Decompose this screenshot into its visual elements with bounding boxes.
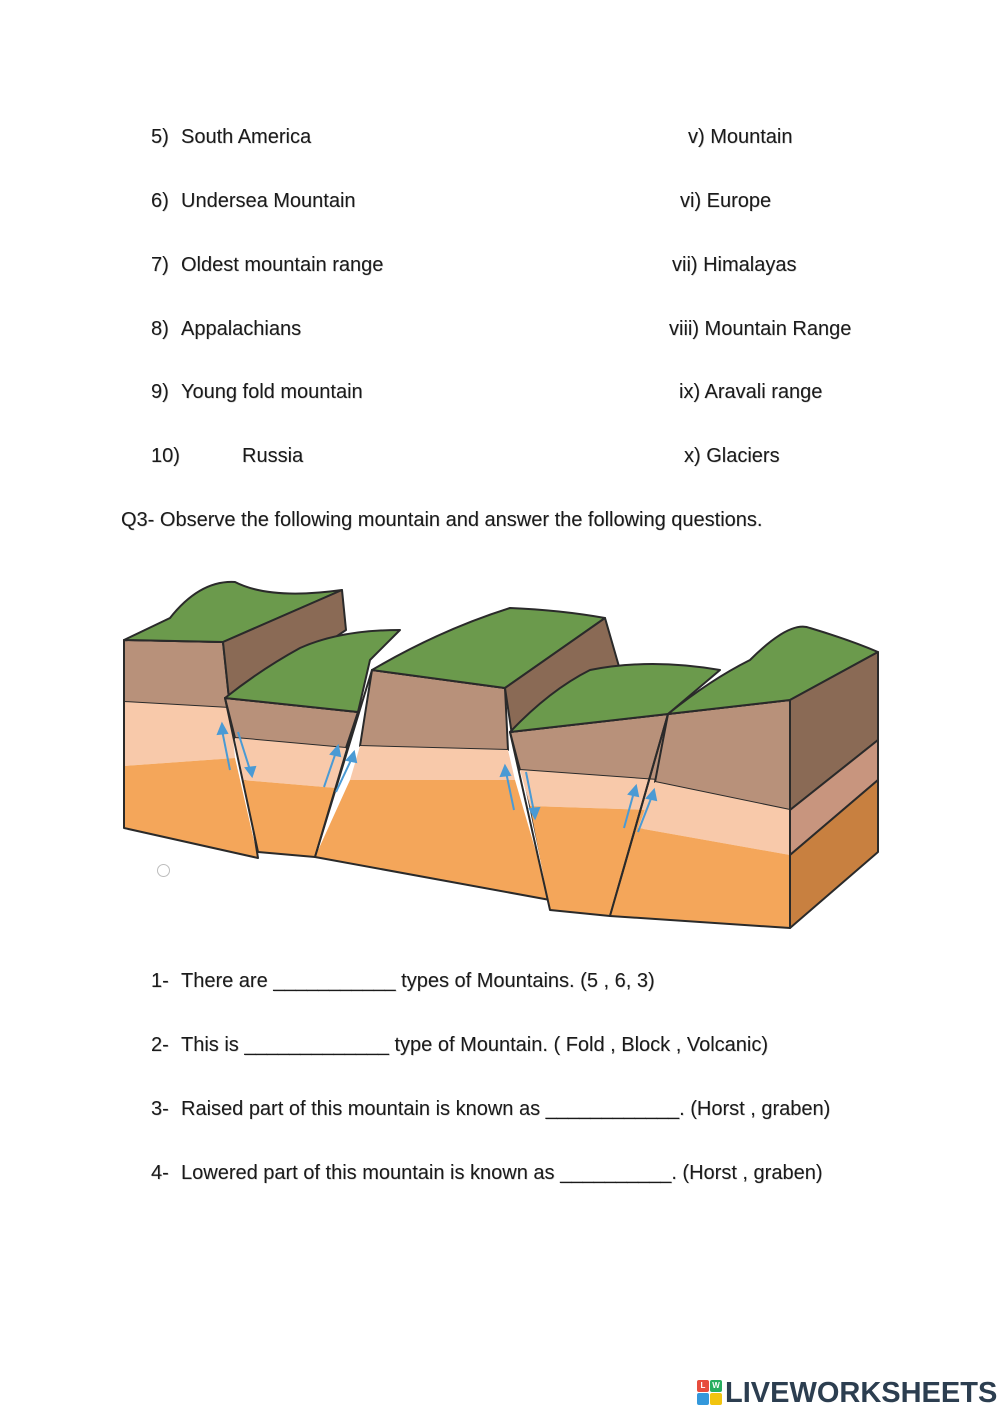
block-4-front-light-layer — [520, 770, 658, 810]
logo-tile-red: L — [697, 1380, 709, 1392]
logo-tiles-icon: L W — [697, 1380, 723, 1406]
match-right-item-v: v) Mountain — [688, 126, 793, 148]
match-right-item-viii: viii) Mountain Range — [669, 318, 852, 340]
block-2-front-orange-layer — [242, 780, 336, 857]
question-1-number: 1- — [151, 970, 169, 992]
logo-tile-blue — [697, 1393, 709, 1405]
question-4-text: Lowered part of this mountain is known a… — [181, 1162, 823, 1184]
logo-tile-yellow — [710, 1393, 722, 1405]
match-left-number-6: 6) — [151, 190, 169, 212]
match-left-item-10: Russia — [242, 445, 304, 467]
block-5-front-light-layer — [638, 782, 790, 855]
block-1-grass — [123, 580, 343, 643]
liveworksheets-logo[interactable]: L W LIVEWORKSHEETS — [697, 1377, 998, 1409]
match-right-item-vi: vi) Europe — [680, 190, 772, 212]
match-left-number-9: 9) — [151, 381, 169, 403]
match-left-item-8: Appalachians — [181, 318, 302, 340]
match-left-item-7: Oldest mountain range — [181, 254, 384, 276]
question-3-number: 3- — [151, 1098, 169, 1120]
match-left-number-10: 10) — [151, 445, 180, 467]
block-1-front-top-layer — [123, 639, 231, 709]
question-4-number: 4- — [151, 1162, 169, 1184]
q3-heading: Q3- Observe the following mountain and a… — [121, 509, 763, 531]
match-left-item-6: Undersea Mountain — [181, 190, 356, 212]
radio-button[interactable] — [157, 864, 170, 877]
question-2-text: This is _____________ type of Mountain. … — [181, 1034, 769, 1056]
match-right-item-x: x) Glaciers — [684, 445, 780, 467]
block-5-grass — [667, 625, 879, 715]
block-3-front-orange-layer — [315, 780, 550, 900]
block-5-side-orange — [789, 779, 879, 929]
match-left-item-5: South America — [181, 126, 312, 148]
block-5-front-orange-layer — [610, 828, 790, 928]
block-4-grass — [509, 663, 721, 733]
block-1-front-light-layer — [124, 702, 235, 766]
match-left-number-5: 5) — [151, 126, 169, 148]
question-3-text: Raised part of this mountain is known as… — [181, 1098, 831, 1120]
question-2-number: 2- — [151, 1034, 169, 1056]
block-2-front-light-layer — [235, 738, 346, 788]
block-3-grass — [371, 607, 606, 689]
match-left-number-8: 8) — [151, 318, 169, 340]
logo-wordmark: LIVEWORKSHEETS — [725, 1377, 998, 1409]
match-left-number-7: 7) — [151, 254, 169, 276]
match-left-item-9: Young fold mountain — [181, 381, 363, 403]
block-3-front-light-layer — [350, 746, 515, 780]
match-right-item-ix: ix) Aravali range — [679, 381, 823, 403]
block-1-front-orange-layer — [124, 758, 258, 858]
question-1-text: There are ___________ types of Mountains… — [181, 970, 655, 992]
block-mountain-diagram — [123, 580, 879, 929]
block-2-grass — [224, 629, 401, 713]
logo-tile-green: W — [710, 1380, 722, 1392]
match-right-item-vii: vii) Himalayas — [672, 254, 797, 276]
